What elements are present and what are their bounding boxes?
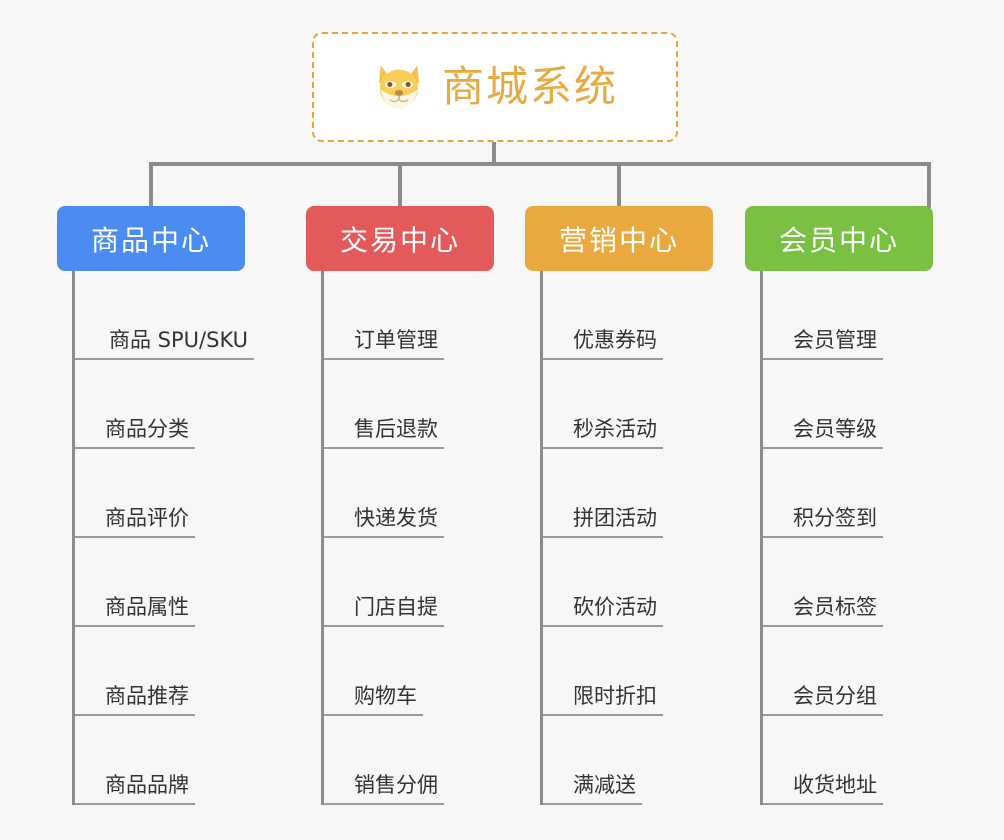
connector-bus <box>149 162 931 166</box>
leaf-label: 售后退款 <box>324 417 444 449</box>
dog-face-icon <box>372 62 426 112</box>
leaf-item[interactable]: 快递发货 <box>324 449 444 538</box>
leaf-item[interactable]: 优惠券码 <box>543 271 663 360</box>
leaf-item[interactable]: 会员等级 <box>763 360 883 449</box>
leaf-label: 会员标签 <box>763 595 883 627</box>
leaf-label: 商品分类 <box>75 417 195 449</box>
leaf-label: 商品品牌 <box>75 773 195 805</box>
leaf-label: 快递发货 <box>324 506 444 538</box>
branch-column-1: 交易中心 订单管理 售后退款 快递发货 门店自提 购物车 销售分佣 <box>306 206 494 805</box>
leaf-label: 购物车 <box>324 684 423 716</box>
branch-column-0: 商品中心 商品 SPU/SKU 商品分类 商品评价 商品属性 商品推荐 商品品牌 <box>57 206 255 805</box>
leaf-stack-3: 会员管理 会员等级 积分签到 会员标签 会员分组 收货地址 <box>760 271 883 805</box>
category-label-0: 商品中心 <box>90 223 211 257</box>
leaf-item[interactable]: 商品属性 <box>75 538 254 627</box>
leaf-label: 优惠券码 <box>543 328 663 360</box>
leaf-label: 砍价活动 <box>543 595 663 627</box>
leaf-label: 限时折扣 <box>543 684 663 716</box>
leaf-item[interactable]: 商品品牌 <box>75 716 254 805</box>
leaf-item[interactable]: 收货地址 <box>763 716 883 805</box>
leaf-stack-0: 商品 SPU/SKU 商品分类 商品评价 商品属性 商品推荐 商品品牌 <box>72 271 255 805</box>
leaf-label: 订单管理 <box>324 328 444 360</box>
leaf-item[interactable]: 商品推荐 <box>75 627 254 716</box>
root-node[interactable]: 商城系统 <box>312 32 678 142</box>
leaf-item[interactable]: 销售分佣 <box>324 716 444 805</box>
leaf-item[interactable]: 满减送 <box>543 716 663 805</box>
leaf-item[interactable]: 积分签到 <box>763 449 883 538</box>
leaf-label: 商品推荐 <box>75 684 195 716</box>
category-header-3[interactable]: 会员中心 <box>745 206 933 271</box>
leaf-item[interactable]: 拼团活动 <box>543 449 663 538</box>
category-label-1: 交易中心 <box>339 223 460 257</box>
connector-drop-3 <box>927 162 931 208</box>
leaf-label: 门店自提 <box>324 595 444 627</box>
leaf-item[interactable]: 砍价活动 <box>543 538 663 627</box>
connector-drop-0 <box>149 162 153 208</box>
connector-root-stem <box>492 142 496 166</box>
leaf-label: 会员等级 <box>763 417 883 449</box>
leaf-item[interactable]: 购物车 <box>324 627 444 716</box>
leaf-label: 拼团活动 <box>543 506 663 538</box>
leaf-item[interactable]: 售后退款 <box>324 360 444 449</box>
category-label-2: 营销中心 <box>558 223 679 257</box>
leaf-label: 满减送 <box>543 773 642 805</box>
category-label-3: 会员中心 <box>778 223 899 257</box>
leaf-label: 会员管理 <box>763 328 883 360</box>
branch-column-3: 会员中心 会员管理 会员等级 积分签到 会员标签 会员分组 收货地址 <box>745 206 933 805</box>
leaf-item[interactable]: 限时折扣 <box>543 627 663 716</box>
leaf-label: 会员分组 <box>763 684 883 716</box>
connector-drop-1 <box>398 162 402 208</box>
leaf-item[interactable]: 订单管理 <box>324 271 444 360</box>
leaf-label: 商品 SPU/SKU <box>75 328 255 360</box>
leaf-item[interactable]: 会员管理 <box>763 271 883 360</box>
leaf-item[interactable]: 商品评价 <box>75 449 254 538</box>
leaf-label: 积分签到 <box>763 506 883 538</box>
leaf-label: 商品属性 <box>75 595 195 627</box>
leaf-label: 收货地址 <box>763 773 883 805</box>
leaf-item[interactable]: 商品分类 <box>75 360 254 449</box>
category-header-2[interactable]: 营销中心 <box>525 206 713 271</box>
leaf-item[interactable]: 秒杀活动 <box>543 360 663 449</box>
leaf-item[interactable]: 会员标签 <box>763 538 883 627</box>
leaf-item[interactable]: 会员分组 <box>763 627 883 716</box>
root-title: 商城系统 <box>441 62 618 111</box>
leaf-stack-1: 订单管理 售后退款 快递发货 门店自提 购物车 销售分佣 <box>321 271 444 805</box>
branch-column-2: 营销中心 优惠券码 秒杀活动 拼团活动 砍价活动 限时折扣 满减送 <box>525 206 713 805</box>
leaf-item[interactable]: 商品 SPU/SKU <box>75 271 255 360</box>
leaf-label: 销售分佣 <box>324 773 444 805</box>
category-header-0[interactable]: 商品中心 <box>57 206 245 271</box>
connector-drop-2 <box>617 162 621 208</box>
leaf-label: 商品评价 <box>75 506 195 538</box>
leaf-label: 秒杀活动 <box>543 417 663 449</box>
leaf-item[interactable]: 门店自提 <box>324 538 444 627</box>
leaf-stack-2: 优惠券码 秒杀活动 拼团活动 砍价活动 限时折扣 满减送 <box>540 271 663 805</box>
category-header-1[interactable]: 交易中心 <box>306 206 494 271</box>
